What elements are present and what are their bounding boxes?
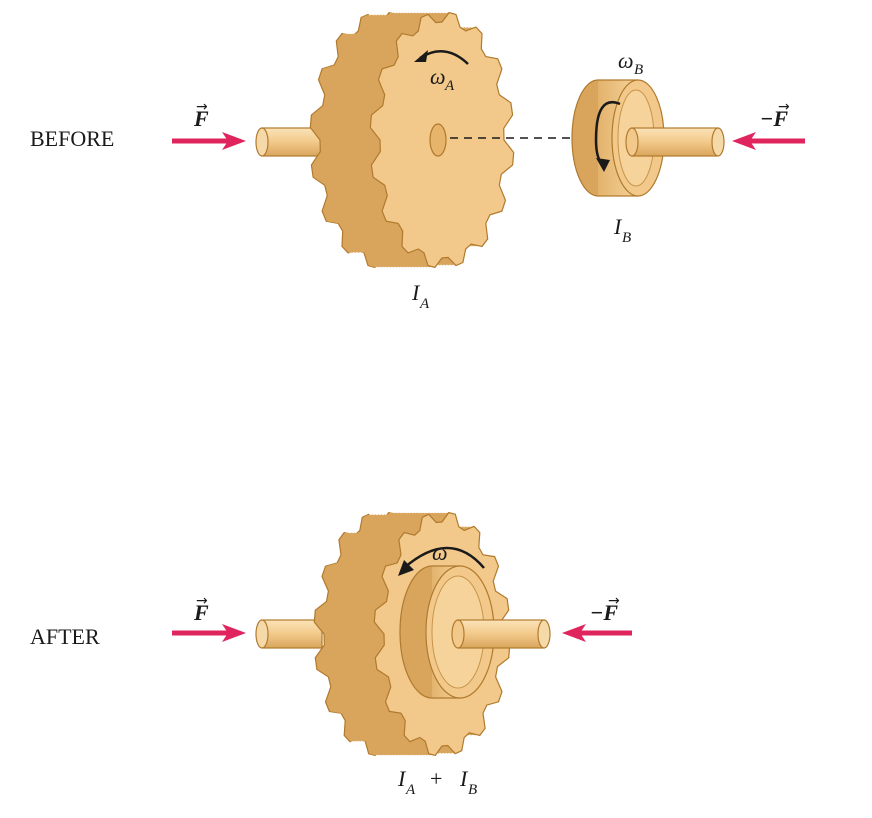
svg-text:I: I xyxy=(613,214,623,239)
before-shaft-b xyxy=(625,127,725,157)
before-shaft-a xyxy=(255,127,323,157)
after-omega-arrow xyxy=(398,546,485,576)
svg-text:F: F xyxy=(193,106,209,131)
after-force-left-arrow xyxy=(172,624,246,642)
svg-text:I: I xyxy=(411,280,421,305)
after-shaft-b xyxy=(451,619,551,649)
after-omega-label: ω xyxy=(432,540,448,565)
before-omega-a-label: ω A xyxy=(430,64,455,94)
before-gear-a xyxy=(309,11,515,269)
after-shaft-a xyxy=(255,619,323,649)
after-force-right-arrow xyxy=(562,624,632,642)
svg-text:B: B xyxy=(622,230,631,246)
svg-text:→: → xyxy=(196,99,208,115)
before-force-left-label: F → xyxy=(193,99,209,131)
svg-text:I: I xyxy=(397,766,407,791)
svg-text:I: I xyxy=(459,766,469,791)
before-force-right-label: −F → xyxy=(760,99,790,131)
before-label: BEFORE xyxy=(30,126,114,151)
svg-text:A: A xyxy=(444,78,455,94)
before-disk-b xyxy=(571,79,665,197)
svg-text:F: F xyxy=(193,600,209,625)
after-label: AFTER xyxy=(30,624,100,649)
before-omega-b-arrow xyxy=(594,101,621,172)
svg-text:A: A xyxy=(419,296,430,312)
svg-text:ω: ω xyxy=(618,48,634,73)
before-omega-a-arrow xyxy=(414,50,469,65)
before-omega-b-label: ω B xyxy=(618,48,643,78)
before-force-left-arrow xyxy=(172,132,246,150)
svg-text:→: → xyxy=(608,593,620,609)
after-force-left-label: F → xyxy=(193,593,209,625)
svg-text:+: + xyxy=(430,766,442,791)
after-inertia-label: I A + I B xyxy=(397,766,477,798)
svg-text:→: → xyxy=(196,593,208,609)
svg-text:→: → xyxy=(778,99,790,115)
before-inertia-b-label: I B xyxy=(613,214,631,246)
before-force-right-arrow xyxy=(732,132,805,150)
svg-text:B: B xyxy=(634,62,643,78)
after-force-right-label: −F → xyxy=(590,593,620,625)
svg-text:−F: −F xyxy=(760,106,788,131)
svg-text:−F: −F xyxy=(590,600,618,625)
svg-text:ω: ω xyxy=(430,64,446,89)
before-inertia-a-label: I A xyxy=(411,280,430,312)
svg-text:B: B xyxy=(468,782,477,798)
svg-text:A: A xyxy=(405,782,416,798)
